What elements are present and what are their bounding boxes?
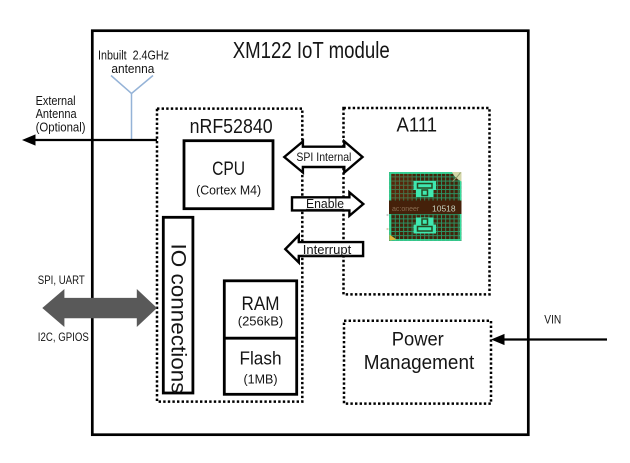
- svg-text:SPI Internal: SPI Internal: [296, 150, 351, 164]
- svg-text:Antenna: Antenna: [36, 107, 77, 121]
- svg-text:VIN: VIN: [544, 314, 561, 326]
- svg-text:10518: 10518: [432, 204, 456, 214]
- svg-text:SPI, UART: SPI, UART: [38, 273, 86, 287]
- svg-text:(Cortex M4): (Cortex M4): [196, 182, 261, 197]
- svg-text:Enable: Enable: [306, 196, 344, 211]
- svg-text:CPU: CPU: [212, 158, 245, 180]
- svg-text:A111: A111: [397, 115, 438, 137]
- svg-text:Inbuilt 2.4GHz: Inbuilt 2.4GHz: [98, 49, 169, 63]
- svg-text:nRF52840: nRF52840: [190, 115, 273, 138]
- svg-text:ac:oneer: ac:oneer: [392, 206, 420, 213]
- svg-text:RAM: RAM: [242, 294, 280, 315]
- svg-text:I2C, GPIOS: I2C, GPIOS: [38, 330, 89, 344]
- svg-text:Management: Management: [364, 352, 475, 374]
- svg-text:(Optional): (Optional): [36, 120, 86, 134]
- svg-text:(256kB): (256kB): [238, 314, 284, 329]
- svg-text:(1MB): (1MB): [243, 373, 277, 387]
- svg-text:Interrupt: Interrupt: [303, 243, 352, 257]
- svg-text:Flash: Flash: [240, 348, 282, 369]
- svg-text:Power: Power: [392, 329, 445, 350]
- svg-text:XM122 IoT module: XM122 IoT module: [233, 37, 390, 63]
- svg-text:antenna: antenna: [111, 62, 154, 76]
- svg-text:IO connections: IO connections: [167, 244, 190, 394]
- svg-text:External: External: [36, 94, 76, 108]
